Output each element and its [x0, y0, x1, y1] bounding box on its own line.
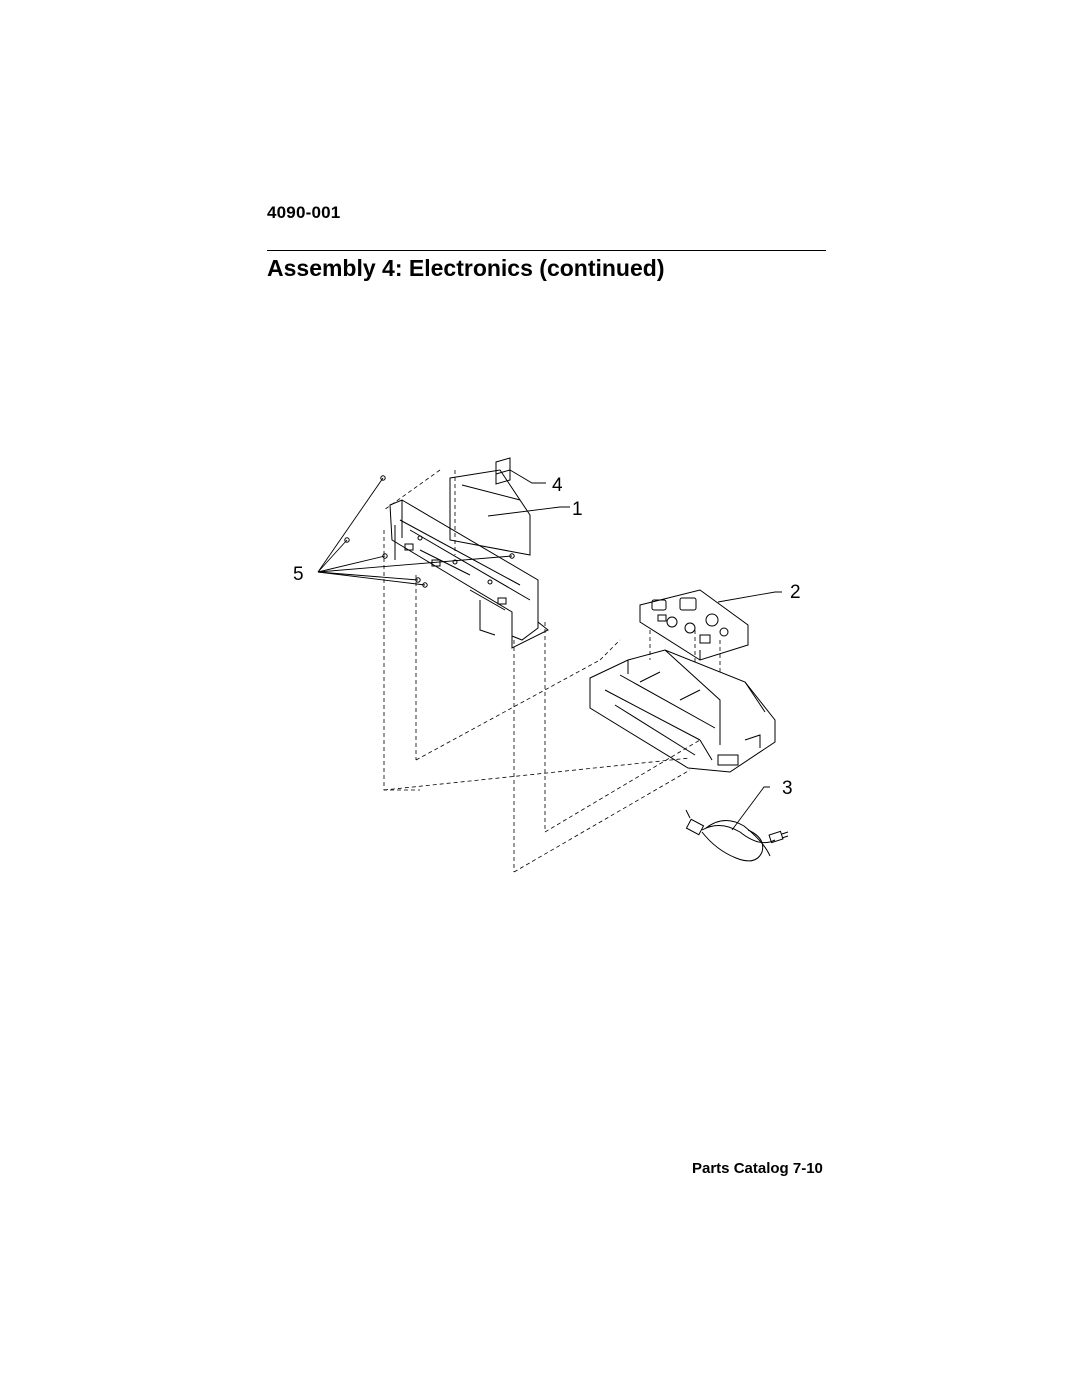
part-4-bracket — [495, 457, 511, 485]
title-rule — [267, 250, 826, 251]
callout-2: 2 — [790, 582, 801, 603]
assembly-guide-lines — [383, 469, 721, 873]
exploded-parts-diagram: 4 1 5 2 3 — [293, 457, 801, 873]
callout-leaders — [317, 469, 782, 831]
part-2-power-supply-board — [639, 589, 749, 661]
callout-3: 3 — [782, 778, 793, 799]
model-number: 4090-001 — [267, 203, 341, 222]
callout-1: 1 — [572, 499, 583, 520]
page-footer: Parts Catalog 7-10 — [692, 1160, 823, 1177]
part-3-power-cord — [685, 809, 789, 862]
part-1-electronics-frame — [389, 469, 549, 649]
tray-base — [589, 649, 776, 773]
page-title: Assembly 4: Electronics (continued) — [267, 255, 665, 281]
callout-5: 5 — [293, 564, 304, 585]
part-5-screws — [344, 475, 515, 588]
callout-4: 4 — [552, 475, 563, 496]
